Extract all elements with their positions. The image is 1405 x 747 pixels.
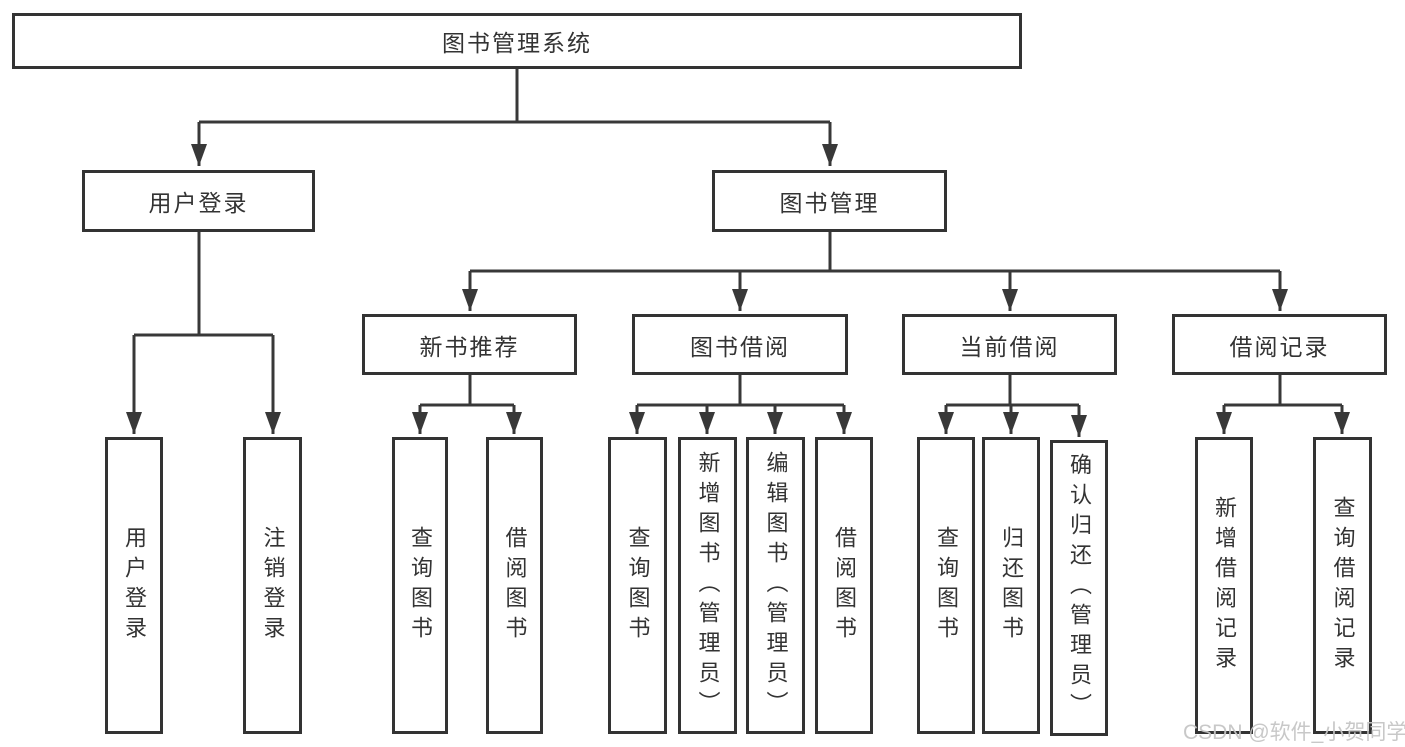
node-library-management-system: 图书管理系统 <box>12 13 1022 69</box>
node-label: 图书管理系统 <box>442 30 592 56</box>
node-borrow-books-leaf: 借阅图书 <box>486 437 543 734</box>
node-label: 确认归还（管理员） <box>1067 453 1092 723</box>
node-label: 注销登录 <box>260 525 286 646</box>
node-logout-leaf: 注销登录 <box>243 437 302 734</box>
node-confirm-return-admin-leaf: 确认归还（管理员） <box>1050 440 1108 736</box>
node-book-management-branch: 图书管理 <box>712 170 947 232</box>
node-return-books-leaf: 归还图书 <box>982 437 1040 734</box>
node-user-login-branch: 用户登录 <box>82 170 315 232</box>
node-label: 查询图书 <box>934 525 959 646</box>
node-label: 新增图书（管理员） <box>695 450 721 721</box>
node-label: 新书推荐 <box>419 333 520 360</box>
node-current-borrowing: 当前借阅 <box>902 314 1117 375</box>
node-label: 新增借阅记录 <box>1212 495 1237 676</box>
node-label: 查询图书 <box>408 525 433 646</box>
node-label: 图书管理 <box>779 190 880 216</box>
node-borrow-books-leaf: 借阅图书 <box>815 437 873 734</box>
node-label: 用户登录 <box>122 525 147 646</box>
node-query-books-leaf: 查询图书 <box>608 437 667 734</box>
node-label: 归还图书 <box>999 525 1024 646</box>
node-label: 查询图书 <box>625 525 651 646</box>
node-label: 借阅记录 <box>1229 333 1330 360</box>
csdn-watermark: CSDN @软件_小贺同学 <box>1183 721 1405 744</box>
node-query-borrow-record-leaf: 查询借阅记录 <box>1313 437 1372 734</box>
node-query-books-leaf: 查询图书 <box>392 437 448 734</box>
node-edit-books-admin-leaf: 编辑图书（管理员） <box>746 437 805 734</box>
node-label: 编辑图书（管理员） <box>763 450 789 721</box>
node-label: 图书借阅 <box>690 333 790 360</box>
node-label: 查询借阅记录 <box>1330 495 1356 676</box>
node-add-books-admin-leaf: 新增图书（管理员） <box>678 437 737 734</box>
node-label: 借阅图书 <box>832 525 857 646</box>
node-label: 当前借阅 <box>959 333 1060 360</box>
node-new-book-recommendation: 新书推荐 <box>362 314 577 375</box>
node-user-login-leaf: 用户登录 <box>105 437 163 734</box>
node-query-books-leaf: 查询图书 <box>917 437 975 734</box>
node-add-borrow-record-leaf: 新增借阅记录 <box>1195 437 1253 734</box>
node-label: 用户登录 <box>148 190 249 216</box>
node-label: 借阅图书 <box>502 525 528 646</box>
node-borrowing-records: 借阅记录 <box>1172 314 1387 375</box>
node-book-borrowing: 图书借阅 <box>632 314 848 375</box>
